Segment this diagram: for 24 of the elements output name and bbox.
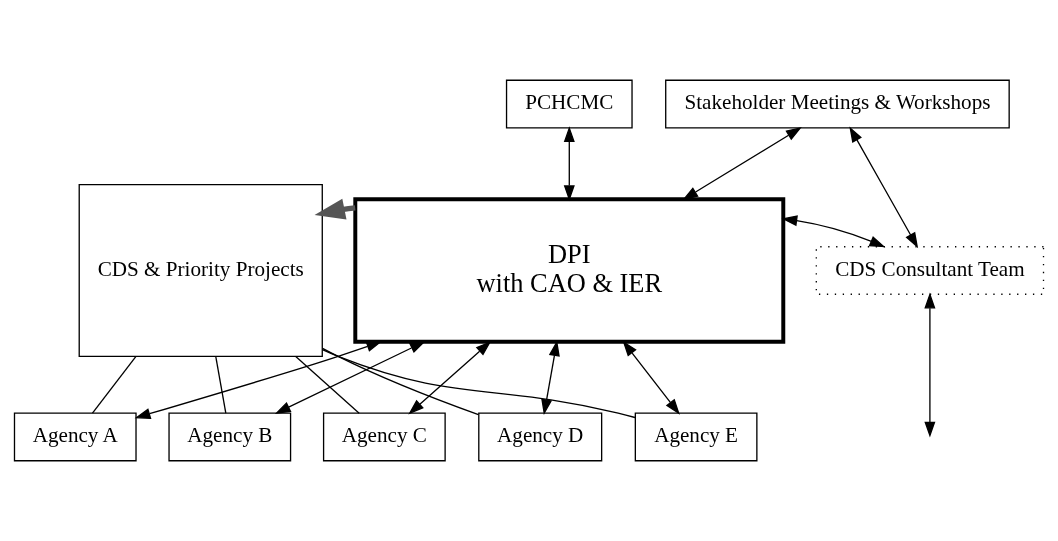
node-box: Agency C — [322, 412, 446, 462]
node-box: Agency A — [13, 412, 137, 462]
connector — [321, 347, 480, 416]
node-box: CDS & Priority Projects — [78, 184, 323, 358]
arrow — [541, 340, 560, 416]
arrow — [682, 127, 802, 201]
arrow — [134, 341, 383, 419]
arrow — [849, 126, 919, 249]
node-box: Agency E — [634, 412, 758, 462]
arrow — [408, 340, 492, 415]
arrow — [622, 340, 680, 415]
connector — [91, 355, 137, 414]
node-box: DPI with CAO & IER — [353, 197, 786, 344]
node-box: Agency B — [168, 412, 292, 462]
node-box: Stakeholder Meetings & Workshops — [665, 79, 1010, 129]
node-box: CDS Consultant Team — [815, 246, 1045, 295]
node-box: PCHCMC — [505, 79, 633, 129]
connector — [215, 355, 227, 414]
arrow — [924, 292, 936, 438]
connector — [295, 355, 360, 414]
arrow — [274, 341, 426, 414]
arrow — [781, 215, 886, 248]
node-box: Agency D — [478, 412, 603, 462]
connector — [321, 349, 636, 419]
